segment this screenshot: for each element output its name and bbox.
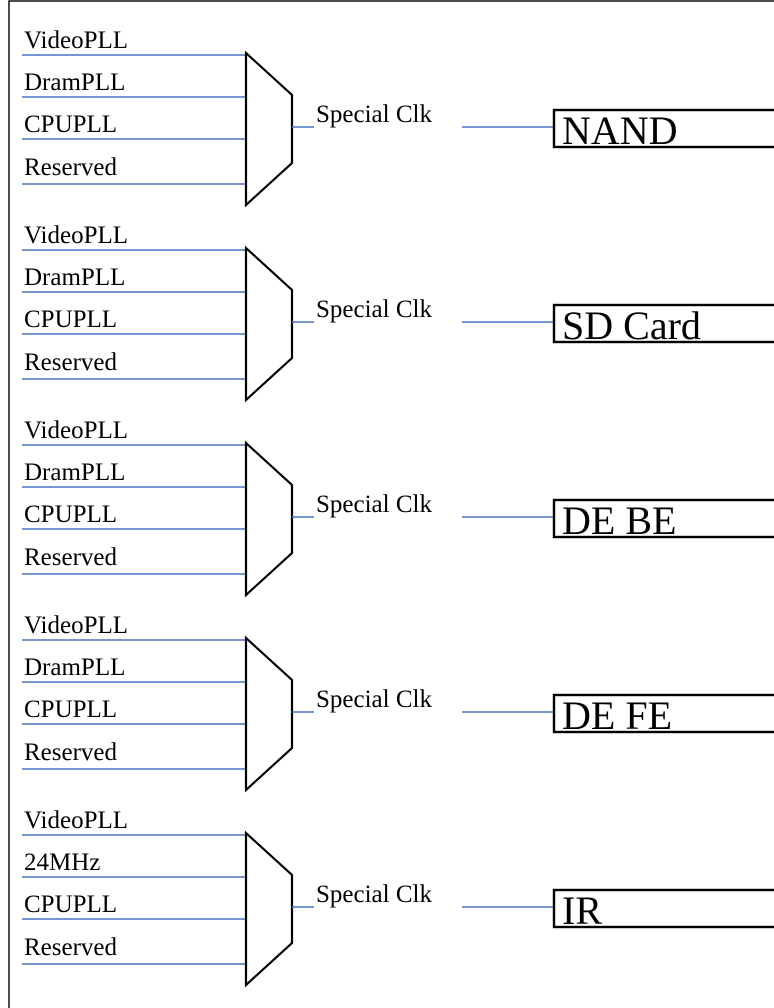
input-label: Reserved — [24, 739, 118, 766]
input-label: DramPLL — [24, 459, 125, 486]
destination-box — [552, 498, 774, 539]
input-label: Reserved — [24, 934, 118, 961]
input-label: VideoPLL — [24, 417, 128, 444]
input-label: 24MHz — [24, 849, 100, 876]
mux-symbol — [244, 245, 294, 403]
mux-symbol — [244, 440, 294, 598]
input-label: VideoPLL — [24, 27, 128, 54]
input-label: Reserved — [24, 544, 118, 571]
destination-box — [552, 693, 774, 734]
input-label: CPUPLL — [24, 696, 117, 723]
input-label: CPUPLL — [24, 501, 117, 528]
input-label: Reserved — [24, 154, 118, 181]
destination-label: SD Card — [562, 303, 701, 348]
diagram-frame — [8, 0, 774, 1008]
destination-box — [552, 888, 774, 929]
input-label: DramPLL — [24, 69, 125, 96]
destination-box — [552, 303, 774, 344]
input-label: CPUPLL — [24, 111, 117, 138]
output-label: Special Clk — [316, 296, 432, 323]
input-label: Reserved — [24, 349, 118, 376]
input-label: VideoPLL — [24, 807, 128, 834]
mux-symbol — [244, 830, 294, 988]
input-label: CPUPLL — [24, 891, 117, 918]
destination-box — [552, 108, 774, 149]
output-label: Special Clk — [316, 686, 432, 713]
input-label: CPUPLL — [24, 306, 117, 333]
input-label: VideoPLL — [24, 222, 128, 249]
input-label: DramPLL — [24, 654, 125, 681]
mux-symbol — [244, 635, 294, 793]
output-label: Special Clk — [316, 101, 432, 128]
destination-label: NAND — [562, 108, 678, 153]
mux-symbol — [244, 50, 294, 208]
input-label: VideoPLL — [24, 612, 128, 639]
output-label: Special Clk — [316, 491, 432, 518]
output-label: Special Clk — [316, 881, 432, 908]
destination-label: DE BE — [562, 498, 676, 543]
destination-label: DE FE — [562, 693, 672, 738]
destination-label: IR — [562, 888, 602, 933]
input-label: DramPLL — [24, 264, 125, 291]
